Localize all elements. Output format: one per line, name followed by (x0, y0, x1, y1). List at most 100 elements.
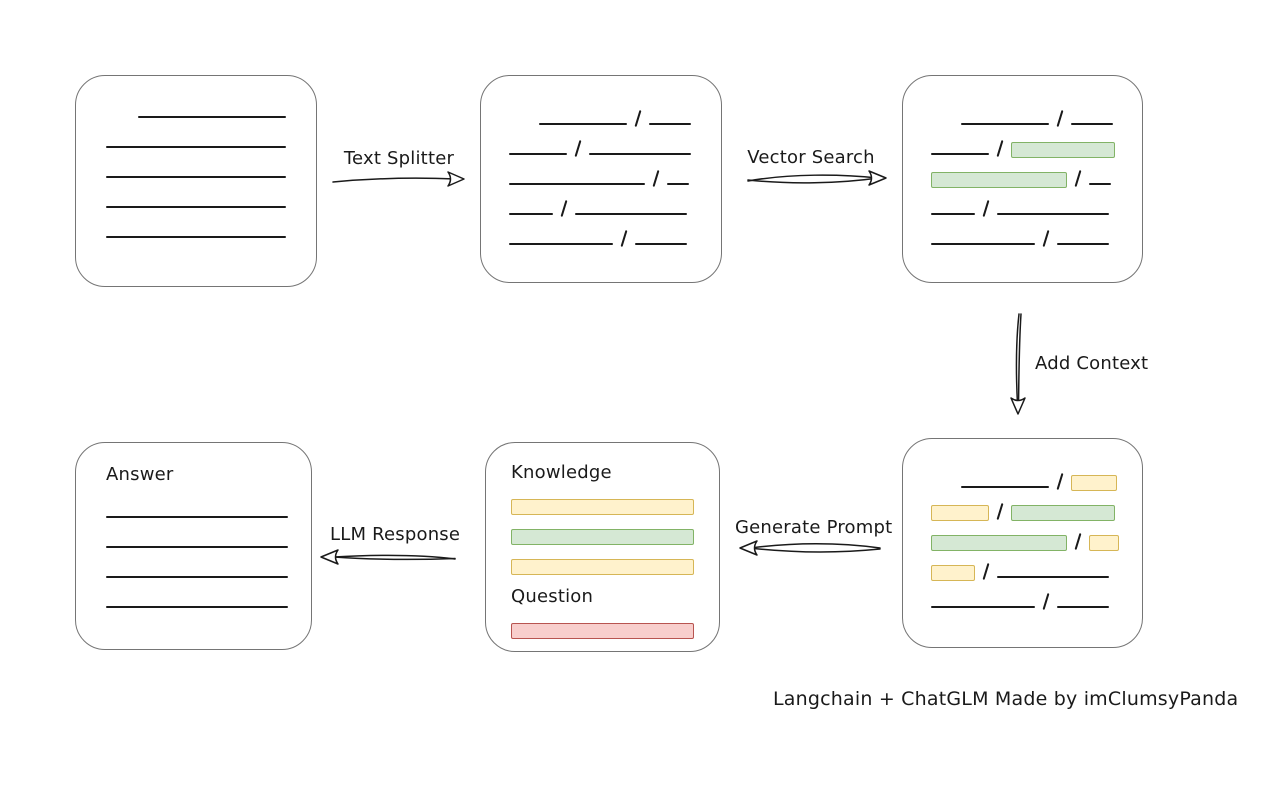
text-line (649, 123, 691, 125)
text-line (106, 516, 288, 518)
arrowhead-down-icon (1010, 397, 1026, 415)
chunk-row (931, 128, 1115, 158)
text-line (931, 606, 1035, 608)
slash-separator (560, 200, 568, 217)
yellow-chunk-bar (931, 565, 975, 581)
chunk-row (931, 521, 1119, 551)
green-chunk-bar (931, 172, 1067, 188)
box-split-chunks (480, 75, 722, 283)
text-line (509, 243, 613, 245)
green-chunk-bar (931, 535, 1067, 551)
arrowhead-right-icon (447, 171, 465, 187)
generate-prompt-label: Generate Prompt (735, 517, 893, 538)
green-chunk-bar (511, 529, 694, 545)
chunk-row (931, 98, 1114, 128)
text-line (138, 116, 286, 118)
slash-separator (574, 140, 582, 157)
text-line (509, 153, 567, 155)
chunk-row (509, 188, 693, 218)
text-line (931, 153, 989, 155)
text-splitter-arrow (332, 171, 465, 187)
chunk-row (931, 491, 1116, 521)
slash-separator (982, 200, 990, 217)
chunk-row (931, 218, 1114, 248)
chunk-row (106, 181, 286, 211)
slash-separator (996, 140, 1004, 157)
text-splitter-label: Text Splitter (343, 148, 455, 169)
text-line (1057, 243, 1109, 245)
text-line (509, 213, 553, 215)
slash-separator (1056, 110, 1064, 127)
slash-separator (1074, 533, 1082, 550)
green-chunk-bar (1011, 142, 1115, 158)
slash-separator (1042, 593, 1050, 610)
text-line (575, 213, 687, 215)
box-prompt: Knowledge Question (485, 442, 720, 652)
vector-search-label: Vector Search (747, 147, 875, 168)
text-line (961, 486, 1049, 488)
chunk-row (106, 151, 286, 181)
chunk-row (106, 91, 286, 121)
slash-separator (634, 110, 642, 127)
chunk-row (511, 609, 694, 639)
answer-lines (106, 491, 288, 611)
text-line (931, 243, 1035, 245)
text-line (589, 153, 691, 155)
knowledge-label: Knowledge (511, 462, 612, 483)
text-line (961, 123, 1049, 125)
chunk-row (511, 515, 694, 545)
text-line (106, 146, 286, 148)
chunk-row (106, 121, 286, 151)
slash-separator (652, 170, 660, 187)
text-line (667, 183, 689, 185)
caption: Langchain + ChatGLM Made by imClumsyPand… (773, 688, 1239, 710)
generate-prompt-arrow (739, 540, 881, 556)
text-line (635, 243, 687, 245)
text-line (1071, 123, 1113, 125)
slash-separator (996, 503, 1004, 520)
text-line (931, 213, 975, 215)
slash-separator (982, 563, 990, 580)
arrowhead-left-icon (739, 540, 758, 556)
text-line (997, 576, 1109, 578)
text-line (106, 236, 286, 238)
text-line (106, 176, 286, 178)
yellow-chunk-bar (931, 505, 989, 521)
vector-search-arrow (747, 170, 887, 186)
chunk-row (106, 491, 288, 521)
text-line (997, 213, 1109, 215)
chunk-row (931, 551, 1116, 581)
chunk-row (509, 128, 693, 158)
box-vector-matched-chunks (902, 75, 1143, 283)
text-line (106, 606, 288, 608)
red-chunk-bar (511, 623, 694, 639)
text-line (106, 576, 288, 578)
knowledge-bars (511, 485, 694, 575)
green-chunk-bar (1011, 505, 1115, 521)
text-line (106, 546, 288, 548)
chunk-row (511, 485, 694, 515)
chunk-row (509, 158, 693, 188)
arrowhead-left-icon (320, 549, 339, 565)
chunk-row (106, 551, 288, 581)
chunk-row (106, 521, 288, 551)
question-bar (511, 609, 694, 639)
box-context-chunks (902, 438, 1143, 648)
chunk-row (931, 581, 1116, 611)
chunk-row (509, 98, 693, 128)
slash-separator (1042, 230, 1050, 247)
add-context-label: Add Context (1035, 353, 1149, 374)
box-answer: Answer (75, 442, 312, 650)
chunk-row (931, 461, 1117, 491)
box-source-document (75, 75, 317, 287)
chunk-row (509, 218, 693, 248)
slash-separator (1074, 170, 1082, 187)
chunk-row (931, 158, 1114, 188)
llm-response-arrow (320, 549, 456, 565)
text-line (1089, 183, 1111, 185)
text-line (106, 206, 286, 208)
yellow-chunk-bar (1089, 535, 1119, 551)
chunk-row (106, 581, 288, 611)
